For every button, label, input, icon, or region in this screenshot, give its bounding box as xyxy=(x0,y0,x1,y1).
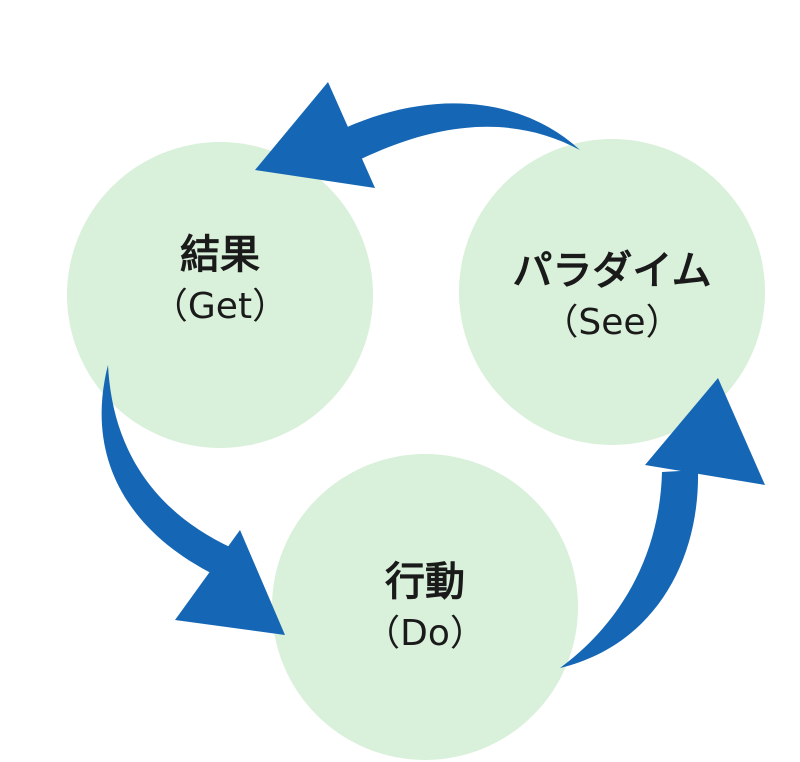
arrow-paradigm-to-result xyxy=(255,82,580,188)
arrow-action-to-paradigm xyxy=(560,378,765,668)
node-circle-paradigm xyxy=(459,139,765,445)
node-circle-result xyxy=(67,142,373,448)
node-subtitle-paradigm: （See） xyxy=(542,302,681,343)
arrow-action-to-paradigm-head xyxy=(645,378,765,485)
node-title-action: 行動 xyxy=(385,559,465,605)
node-subtitle-result: （Get） xyxy=(152,286,288,327)
node-title-result: 結果 xyxy=(180,232,260,278)
node-circle-action xyxy=(272,454,578,760)
node-title-paradigm: パラダイム xyxy=(512,248,711,294)
node-subtitle-action: （Do） xyxy=(364,613,486,654)
arrow-result-to-action-body xyxy=(101,365,232,575)
arrow-result-to-action xyxy=(101,365,285,635)
arrow-paradigm-to-result-body xyxy=(345,103,580,162)
arrow-result-to-action-head xyxy=(175,530,285,635)
arrow-action-to-paradigm-body xyxy=(560,470,699,668)
arrow-paradigm-to-result-head xyxy=(255,82,375,188)
